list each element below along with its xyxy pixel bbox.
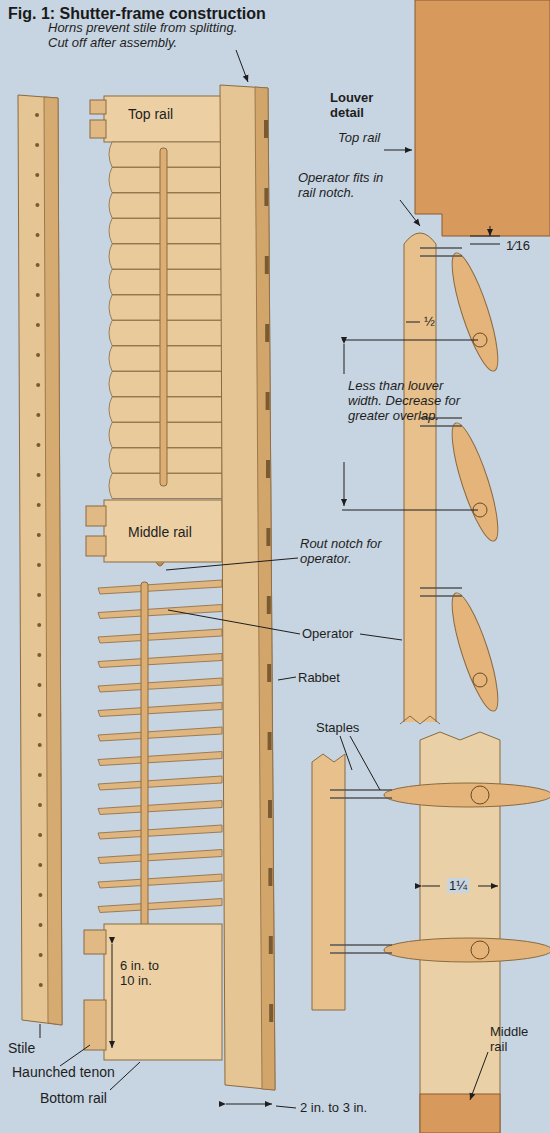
part-name: Top rail <box>338 130 380 145</box>
louver-stroke <box>265 324 269 342</box>
louver-stroke <box>38 743 42 747</box>
louver-stroke <box>384 783 550 807</box>
louver-stroke <box>268 868 272 886</box>
part-name: Stile <box>8 1040 35 1056</box>
louver-stroke <box>98 678 222 692</box>
louver-stroke <box>266 528 270 546</box>
louver-stroke <box>35 113 39 117</box>
louver-stroke <box>37 623 41 627</box>
louver-stroke <box>37 473 41 477</box>
louver-stroke <box>38 893 42 897</box>
louver-stroke <box>37 653 41 657</box>
louver-stroke <box>443 419 506 545</box>
louver-stroke <box>98 703 222 717</box>
louver-stroke <box>443 589 506 715</box>
louver-stroke <box>36 383 40 387</box>
louver-stroke <box>35 173 39 177</box>
louver-stroke <box>98 580 222 594</box>
louver-stroke <box>38 803 42 807</box>
louver-stroke <box>420 248 462 256</box>
dimension: 1⁄16 <box>504 238 532 253</box>
louver-stroke <box>98 752 222 766</box>
part-name: Staples <box>316 720 359 735</box>
louver-stroke <box>98 727 222 741</box>
part-name: Middle rail <box>128 524 192 540</box>
louver-stroke <box>37 533 41 537</box>
louver-stroke <box>36 413 40 417</box>
louver-stroke <box>471 941 489 959</box>
louver-stroke <box>471 786 489 804</box>
part-name: Top rail <box>128 106 173 122</box>
louver-stroke <box>266 392 270 410</box>
louver-stroke <box>37 593 41 597</box>
louver-stroke <box>39 923 43 927</box>
louver-stroke <box>269 1004 273 1022</box>
louver-stroke <box>268 732 272 750</box>
louver-stroke <box>38 713 42 717</box>
note: Horns prevent stile from splitting. Cut … <box>48 20 248 50</box>
louver-stroke <box>330 790 392 798</box>
louver-stroke <box>268 800 272 818</box>
louver-stroke <box>38 773 42 777</box>
louver-stroke <box>98 776 222 790</box>
louver-stroke <box>38 833 42 837</box>
louver-stroke <box>98 825 222 839</box>
part-name: Haunched tenon <box>12 1064 115 1080</box>
louver-stroke <box>36 293 40 297</box>
detail-heading: Louver detail <box>330 90 390 120</box>
part-name: Middle rail <box>490 1024 546 1054</box>
louver-stroke <box>37 503 41 507</box>
louver-stroke <box>330 945 392 953</box>
louver-stroke <box>265 256 269 274</box>
part-name: Rabbet <box>298 670 340 685</box>
louver-stroke <box>36 323 40 327</box>
dimension: 2 in. to 3 in. <box>300 1100 367 1115</box>
louver-stroke <box>98 899 222 913</box>
louver-stroke <box>37 563 41 567</box>
dimension: ½ <box>424 314 435 329</box>
dimension: 6 in. to 10 in. <box>120 958 176 988</box>
note: Rout notch for operator. <box>300 536 410 566</box>
louver-stroke <box>98 874 222 888</box>
louver-stroke <box>35 143 39 147</box>
note: Operator fits in rail notch. <box>298 170 398 200</box>
louver-stroke <box>37 683 41 687</box>
louver-stroke <box>264 120 268 138</box>
louver-stroke <box>473 673 487 687</box>
louver-stroke <box>36 263 40 267</box>
louver-stroke <box>35 203 39 207</box>
louver-stroke <box>269 936 273 954</box>
louver-stroke <box>38 863 42 867</box>
louver-stroke <box>98 801 222 815</box>
louver-stroke <box>36 353 40 357</box>
louver-stroke <box>264 188 268 206</box>
louver-stroke <box>36 443 40 447</box>
dimension: 1¼ <box>447 878 469 893</box>
louver-stroke <box>98 850 222 864</box>
part-name: Bottom rail <box>40 1090 107 1106</box>
louver-stroke <box>98 629 222 643</box>
louver-stroke <box>267 664 271 682</box>
louver-stroke <box>267 596 271 614</box>
louver-stroke <box>36 233 40 237</box>
louver-stroke <box>39 983 43 987</box>
louver-stroke <box>266 460 270 478</box>
louver-stroke <box>420 588 462 596</box>
louver-stroke <box>39 953 43 957</box>
louver-stroke <box>98 654 222 668</box>
note: Less than louver width. Decrease for gre… <box>348 378 468 423</box>
louver-stroke <box>384 938 550 962</box>
louver-stroke <box>443 249 506 375</box>
part-name: Operator <box>302 626 353 641</box>
